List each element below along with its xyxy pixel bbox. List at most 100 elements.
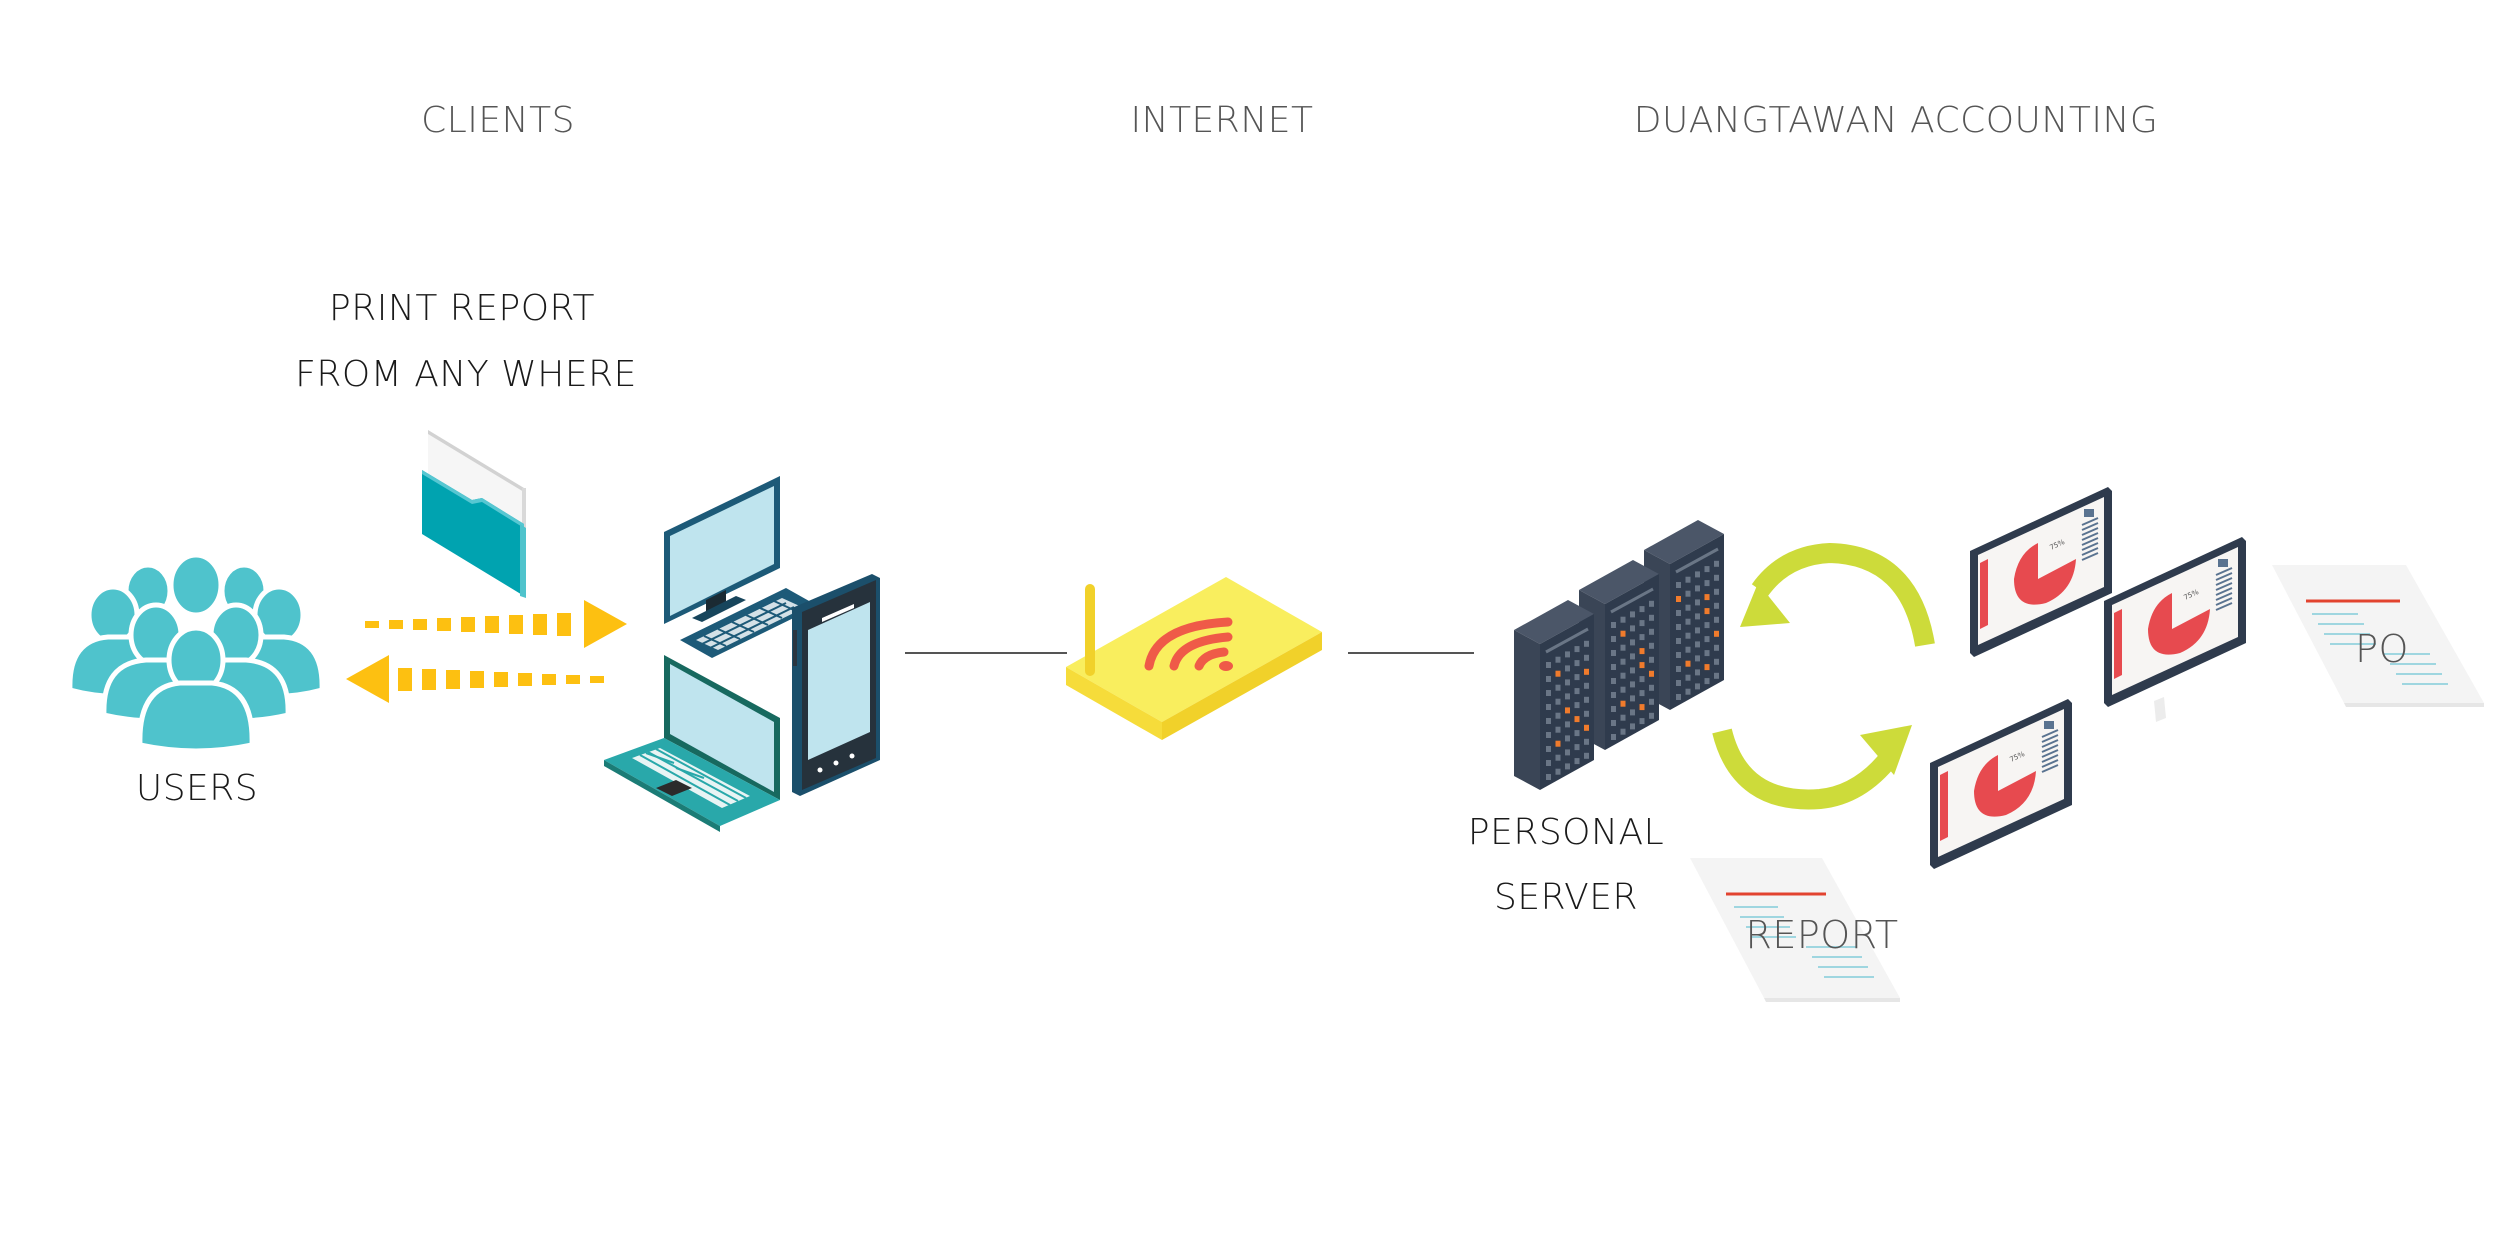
server-led xyxy=(1704,636,1710,643)
server-led xyxy=(1574,716,1580,723)
client-devices xyxy=(604,476,880,832)
server-led xyxy=(1714,658,1719,665)
server-led xyxy=(1685,660,1691,667)
server-led xyxy=(1630,681,1635,688)
server-led xyxy=(1630,667,1635,674)
monitor-chart-icon xyxy=(1929,698,2073,870)
server-led xyxy=(1555,656,1561,663)
server-led xyxy=(1695,655,1700,662)
server-led xyxy=(1649,656,1654,663)
server-led xyxy=(1685,618,1691,625)
server-led xyxy=(1704,594,1710,601)
server-led xyxy=(1685,590,1691,597)
users-group-icon xyxy=(67,552,325,754)
server-led xyxy=(1620,616,1626,623)
server-led xyxy=(1704,580,1710,587)
server-led xyxy=(1649,600,1654,607)
server-led xyxy=(1649,698,1654,705)
server-led xyxy=(1676,694,1681,700)
server-led xyxy=(1714,672,1719,679)
print-report-line2: FROM ANY WHERE xyxy=(295,354,637,395)
server-led xyxy=(1695,683,1700,690)
server-led xyxy=(1695,585,1700,592)
server-led xyxy=(1704,608,1710,615)
server-led xyxy=(1639,704,1645,711)
wifi-router-icon xyxy=(1066,577,1322,740)
server-led xyxy=(1611,622,1616,628)
server-led xyxy=(1649,684,1654,691)
server-led xyxy=(1555,670,1561,677)
section-title-internet: INTERNET xyxy=(1130,100,1314,141)
server-led xyxy=(1704,622,1710,629)
server-led xyxy=(1584,710,1589,717)
server-led xyxy=(1565,763,1570,770)
server-led xyxy=(1639,662,1645,669)
server-led xyxy=(1695,627,1700,634)
section-title-company: DUANGTAWAN ACCOUNTING xyxy=(1633,100,2159,141)
server-led xyxy=(1620,644,1626,651)
sync-arrows-icon xyxy=(1712,542,1935,810)
server-led xyxy=(1630,653,1635,660)
server-led xyxy=(1630,639,1635,646)
server-led xyxy=(1546,690,1551,696)
server-led xyxy=(1611,664,1616,670)
server-led xyxy=(1649,642,1654,649)
arrow-left-icon xyxy=(346,655,604,703)
server-led xyxy=(1546,662,1551,668)
server-led xyxy=(1630,695,1635,702)
server-led xyxy=(1704,566,1710,573)
server-led xyxy=(1704,650,1710,657)
server-led xyxy=(1714,644,1719,651)
server-led xyxy=(1565,721,1570,728)
server-led xyxy=(1555,754,1561,761)
server-led xyxy=(1695,599,1700,606)
document-icon xyxy=(2272,565,2484,707)
server-led xyxy=(1611,636,1616,642)
server-led xyxy=(1676,652,1681,658)
server-led xyxy=(1565,665,1570,672)
server-led xyxy=(1546,760,1551,766)
server-led xyxy=(1714,574,1719,581)
server-led xyxy=(1546,746,1551,752)
folder-icon xyxy=(422,430,526,598)
server-led xyxy=(1649,712,1654,719)
server-led xyxy=(1685,576,1691,583)
server-led xyxy=(1565,735,1570,742)
server-led xyxy=(1639,648,1645,655)
server-led xyxy=(1574,702,1580,709)
server-led xyxy=(1574,730,1580,737)
server-led xyxy=(1555,768,1561,775)
server-led xyxy=(1584,696,1589,703)
server-led xyxy=(1704,678,1710,685)
server-led xyxy=(1555,684,1561,691)
server-led xyxy=(1611,720,1616,726)
server-led xyxy=(1584,738,1589,745)
server-led xyxy=(1676,680,1681,686)
server-led xyxy=(1714,630,1719,637)
server-led xyxy=(1649,614,1654,621)
server-led xyxy=(1685,674,1691,681)
server-led xyxy=(1555,740,1561,747)
server-led xyxy=(1574,688,1580,695)
server-led xyxy=(1639,676,1645,683)
server-led xyxy=(1620,714,1626,721)
server-led xyxy=(1555,726,1561,733)
server-led xyxy=(1714,588,1719,595)
server-led xyxy=(1611,692,1616,698)
server-led xyxy=(1620,700,1626,707)
server-led xyxy=(1714,560,1719,567)
server-led xyxy=(1565,679,1570,686)
server-led xyxy=(1695,669,1700,676)
server-led xyxy=(1649,628,1654,635)
server-led xyxy=(1639,606,1645,613)
server-led xyxy=(1546,732,1551,738)
server-led xyxy=(1620,686,1626,693)
server-led xyxy=(1620,728,1626,735)
server-led xyxy=(1584,668,1589,675)
connector-line-internet-server xyxy=(1348,652,1474,654)
server-led xyxy=(1546,704,1551,710)
server-label-line1: PERSONAL xyxy=(1467,812,1665,853)
print-report-line1: PRINT REPORT xyxy=(329,288,595,329)
server-led xyxy=(1630,723,1635,730)
server-led xyxy=(1546,718,1551,724)
